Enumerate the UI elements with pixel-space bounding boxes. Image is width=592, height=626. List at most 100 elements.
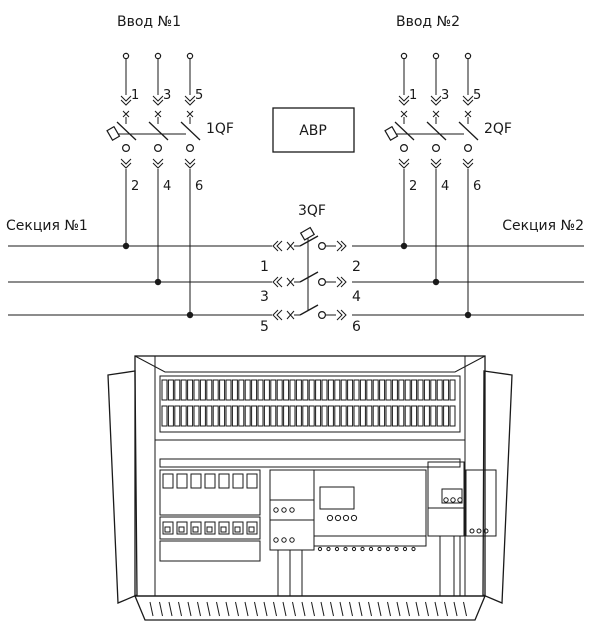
breaker-cell (176, 473, 188, 489)
terminal-block (276, 405, 283, 427)
vent-slot (406, 601, 410, 617)
breaker-cell (246, 473, 258, 489)
terminal-block (391, 405, 398, 427)
terminal-dot (360, 546, 365, 552)
controller-led (326, 514, 334, 522)
terminal-dot (385, 546, 391, 552)
terminal-block (417, 379, 424, 401)
controller-led (334, 514, 342, 522)
terminal-block (321, 379, 328, 401)
terminal-block (398, 405, 405, 427)
terminal-block (219, 405, 226, 427)
3qf-term-1: 1 (260, 259, 269, 275)
breaker-cell (232, 473, 244, 489)
terminal-dot (483, 528, 489, 534)
2qf-term-1: 1 (409, 88, 417, 103)
terminal-block (251, 379, 258, 401)
terminal-block (347, 379, 354, 401)
breaker-cell (190, 473, 202, 489)
vent-slot (358, 601, 363, 617)
terminal-block (289, 379, 296, 401)
terminal-block (315, 379, 322, 401)
vent-slot (377, 601, 382, 617)
breaker-cell (218, 521, 230, 535)
terminal-block (225, 379, 232, 401)
breaker-2qf-label: 2QF (484, 121, 512, 137)
terminal-block (315, 405, 322, 427)
terminal-block (443, 379, 450, 401)
terminal-block (174, 405, 181, 427)
relay-led (457, 497, 463, 503)
breaker-2qf (384, 52, 479, 314)
terminal-dot (351, 546, 357, 552)
vent-slot (149, 601, 154, 617)
terminal-block (244, 405, 251, 427)
terminal-dot (411, 546, 416, 552)
terminal-block (449, 379, 456, 401)
terminal-block (334, 379, 341, 401)
breaker-cell (204, 521, 216, 535)
terminal-blocks-top (161, 379, 456, 427)
terminal-block (199, 405, 206, 427)
terminal-block (308, 405, 315, 427)
vent-slot (235, 601, 239, 617)
vent-slot (206, 601, 211, 617)
terminal-block (231, 379, 238, 401)
vent-slot (254, 601, 258, 617)
vent-slots (149, 601, 467, 617)
vent-slot (453, 601, 458, 617)
terminal-block (321, 405, 328, 427)
vent-slot (444, 601, 448, 617)
breaker-3qf-label: 3QF (298, 203, 326, 219)
vent-slot (396, 601, 401, 617)
terminal-block (187, 405, 194, 427)
vent-slot (339, 601, 344, 617)
avr-label: АВР (299, 123, 327, 139)
terminal-block (206, 379, 213, 401)
terminal-block (436, 379, 443, 401)
vent-slot (301, 601, 306, 617)
2qf-term-2: 2 (409, 179, 417, 194)
terminal-block (238, 379, 245, 401)
vent-slot (263, 601, 268, 617)
terminal-block (334, 405, 341, 427)
indicator-square (206, 526, 213, 533)
relay-led (450, 497, 456, 503)
breaker-1qf-label: 1QF (206, 121, 234, 137)
terminal-block (379, 405, 386, 427)
vent-slot (225, 601, 230, 617)
terminal-block (270, 379, 277, 401)
terminal-block (180, 379, 187, 401)
contactor-led (289, 537, 295, 543)
terminal-block (404, 379, 411, 401)
terminal-block (327, 405, 334, 427)
3qf-term-2: 2 (352, 259, 361, 275)
indicator-square (164, 526, 171, 533)
terminal-dot (402, 546, 408, 552)
vent-slot (282, 601, 287, 617)
vent-slot (273, 601, 277, 617)
terminal-block (270, 405, 277, 427)
terminal-dot (476, 528, 482, 534)
terminal-block (167, 379, 174, 401)
terminal-block (327, 379, 334, 401)
1qf-term-1: 1 (131, 88, 139, 103)
terminal-block (257, 405, 264, 427)
vent-slot (463, 601, 467, 617)
indicator-square (178, 526, 185, 533)
terminal-block (238, 405, 245, 427)
contactor-led (273, 507, 279, 513)
terminal-block (443, 405, 450, 427)
terminal-block (257, 379, 264, 401)
terminal-dot (334, 546, 340, 552)
breaker-cell (204, 473, 216, 489)
1qf-term-2: 2 (131, 179, 139, 194)
vent-slot (320, 601, 325, 617)
terminal-block (199, 379, 206, 401)
terminal-block (366, 379, 373, 401)
terminal-block (180, 405, 187, 427)
terminal-block (423, 405, 430, 427)
vent-slot (178, 601, 182, 617)
terminal-block (366, 405, 373, 427)
